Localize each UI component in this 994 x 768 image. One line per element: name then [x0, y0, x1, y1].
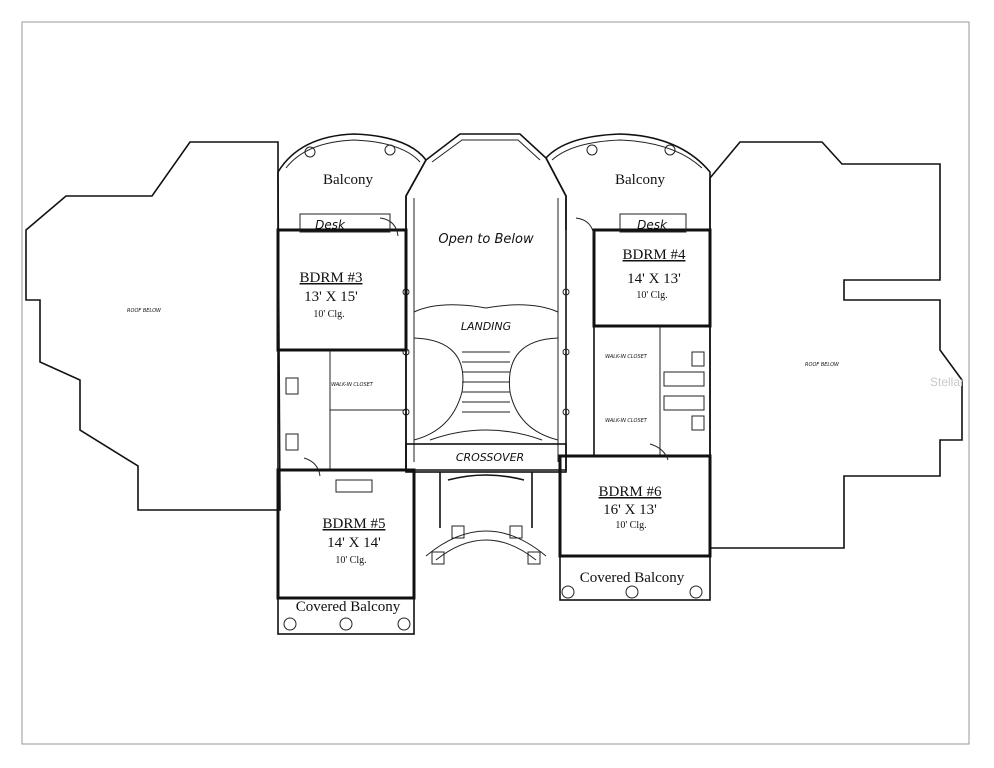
bdrm5-size: 14' X 14' — [327, 535, 381, 551]
open-to-below-label: Open to Below — [438, 232, 534, 247]
bdrm5-ceiling: 10' Clg. — [335, 555, 366, 566]
roof-right-outline — [709, 141, 963, 549]
bath-right-walls — [593, 325, 711, 457]
bdrm6-size: 16' X 13' — [603, 502, 657, 518]
walk-in-closet-right-label-2: WALK-IN CLOSET — [605, 418, 648, 424]
bdrm5-walls — [276, 468, 416, 600]
roof-left-outline — [25, 141, 281, 511]
crossover-label: CROSSOVER — [456, 451, 524, 464]
bdrm5-name: BDRM #5 — [323, 516, 386, 532]
walk-in-closet-right-label-1: WALK-IN CLOSET — [605, 354, 648, 360]
balcony-right-label: Balcony — [615, 172, 665, 188]
bdrm4-size: 14' X 13' — [627, 271, 681, 287]
desk-right-label: Desk — [637, 218, 668, 232]
bdrm3-ceiling: 10' Clg. — [313, 309, 344, 320]
roof-below-left-label: ROOF BELOW — [127, 308, 162, 314]
desk-left-label: Desk — [315, 218, 346, 232]
landing-label: LANDING — [461, 320, 511, 333]
bdrm3-name: BDRM #3 — [300, 270, 363, 286]
balcony-right-outline — [545, 133, 711, 230]
covered-balcony-right — [559, 555, 711, 601]
column-icon — [664, 144, 676, 156]
column-icon — [384, 144, 396, 156]
covered-balcony-left-label: Covered Balcony — [296, 599, 401, 615]
bdrm4-name: BDRM #4 — [623, 247, 686, 263]
balcony-left-label: Balcony — [323, 172, 373, 188]
bdrm6-name: BDRM #6 — [599, 484, 662, 500]
staircase — [413, 337, 559, 441]
bdrm4-ceiling: 10' Clg. — [636, 290, 667, 301]
bdrm6-ceiling: 10' Clg. — [615, 520, 646, 531]
bdrm3-size: 13' X 15' — [304, 289, 358, 305]
entry-portico — [439, 472, 533, 528]
landing-outline — [413, 304, 559, 313]
balcony-left-outline — [277, 133, 427, 230]
watermark-logo: Stellar — [930, 375, 964, 389]
walk-in-closet-left-label: WALK-IN CLOSET — [331, 382, 374, 388]
covered-balcony-right-label: Covered Balcony — [580, 570, 685, 586]
column-icon — [304, 146, 316, 158]
drawing-border — [21, 21, 970, 745]
open-to-below-outline — [405, 133, 567, 471]
covered-balcony-left — [277, 597, 415, 635]
column-icon — [586, 144, 598, 156]
roof-below-right-label: ROOF BELOW — [805, 362, 840, 368]
